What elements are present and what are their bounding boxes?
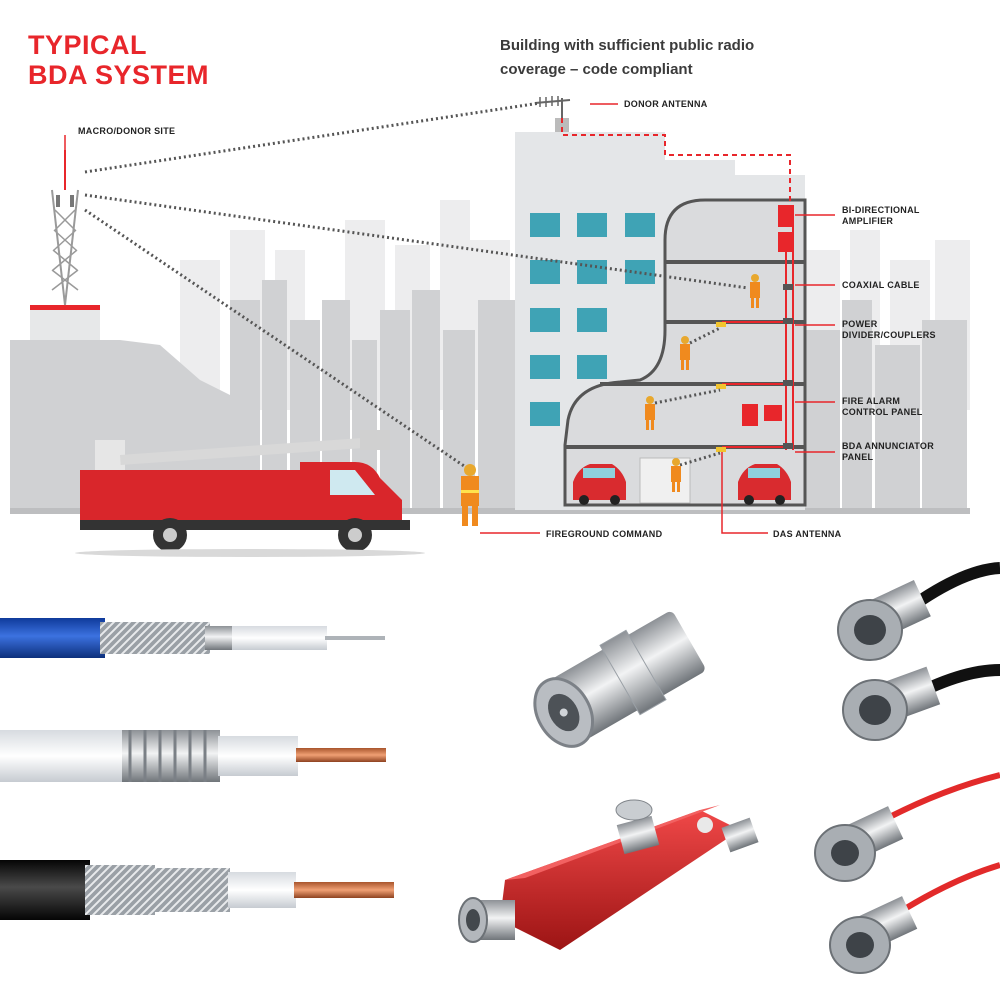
white-coaxial-cable-icon xyxy=(0,730,386,782)
n-connector-icon xyxy=(533,611,705,748)
label-power-divider: POWER DIVIDER/COUPLERS xyxy=(842,319,936,341)
ground xyxy=(10,508,970,514)
label-power-line-2: DIVIDER/COUPLERS xyxy=(842,330,936,340)
leader-lines xyxy=(64,103,835,534)
label-fire-alarm: FIRE ALARM CONTROL PANEL xyxy=(842,396,923,418)
firefighter-icon xyxy=(461,274,760,526)
title-line-2: BDA SYSTEM xyxy=(28,60,210,90)
label-bda: BI-DIRECTIONAL AMPLIFIER xyxy=(842,205,920,227)
title-line-1: TYPICAL xyxy=(28,30,148,60)
subtitle-line-2: coverage – code compliant xyxy=(500,61,693,78)
label-bda-line-2: AMPLIFIER xyxy=(842,216,894,226)
label-bda-line-1: BI-DIRECTIONAL xyxy=(842,205,920,215)
black-coaxial-cable-icon xyxy=(0,860,394,920)
label-annunciator-line-1: BDA ANNUNCIATOR xyxy=(842,441,934,451)
label-coax: COAXIAL CABLE xyxy=(842,280,920,290)
radio-signal-lines xyxy=(84,101,749,472)
label-fireground: FIREGROUND COMMAND xyxy=(546,529,663,539)
subtitle-line-1: Building with sufficient public radio xyxy=(500,37,755,54)
label-power-line-1: POWER xyxy=(842,319,878,329)
city-skyline-front xyxy=(10,280,967,510)
label-annunciator-line-2: PANEL xyxy=(842,452,874,462)
label-das-antenna: DAS ANTENNA xyxy=(773,529,842,539)
label-fire-line-1: FIRE ALARM xyxy=(842,396,901,406)
label-donor-antenna: DONOR ANTENNA xyxy=(624,99,708,109)
blue-coaxial-cable-icon xyxy=(0,618,385,658)
donor-antenna-icon xyxy=(534,96,571,132)
diagram-title: TYPICAL BDA SYSTEM xyxy=(28,30,209,90)
car xyxy=(573,464,626,505)
bda-system-diagram xyxy=(10,96,970,557)
label-macro-site: MACRO/DONOR SITE xyxy=(78,126,176,136)
fire-truck-icon xyxy=(75,430,425,557)
black-jumper-cable-icon xyxy=(837,562,1000,741)
power-divider-icon xyxy=(458,799,759,950)
label-fire-line-2: CONTROL PANEL xyxy=(842,407,923,417)
car xyxy=(738,464,791,505)
coax-riser xyxy=(561,118,794,452)
red-jumper-cable-icon xyxy=(814,772,1000,974)
product-photos xyxy=(0,562,1000,974)
label-annunciator: BDA ANNUNCIATOR PANEL xyxy=(842,441,934,463)
diagram-subtitle: Building with sufficient public radio co… xyxy=(500,34,754,82)
macro-site xyxy=(30,150,100,340)
